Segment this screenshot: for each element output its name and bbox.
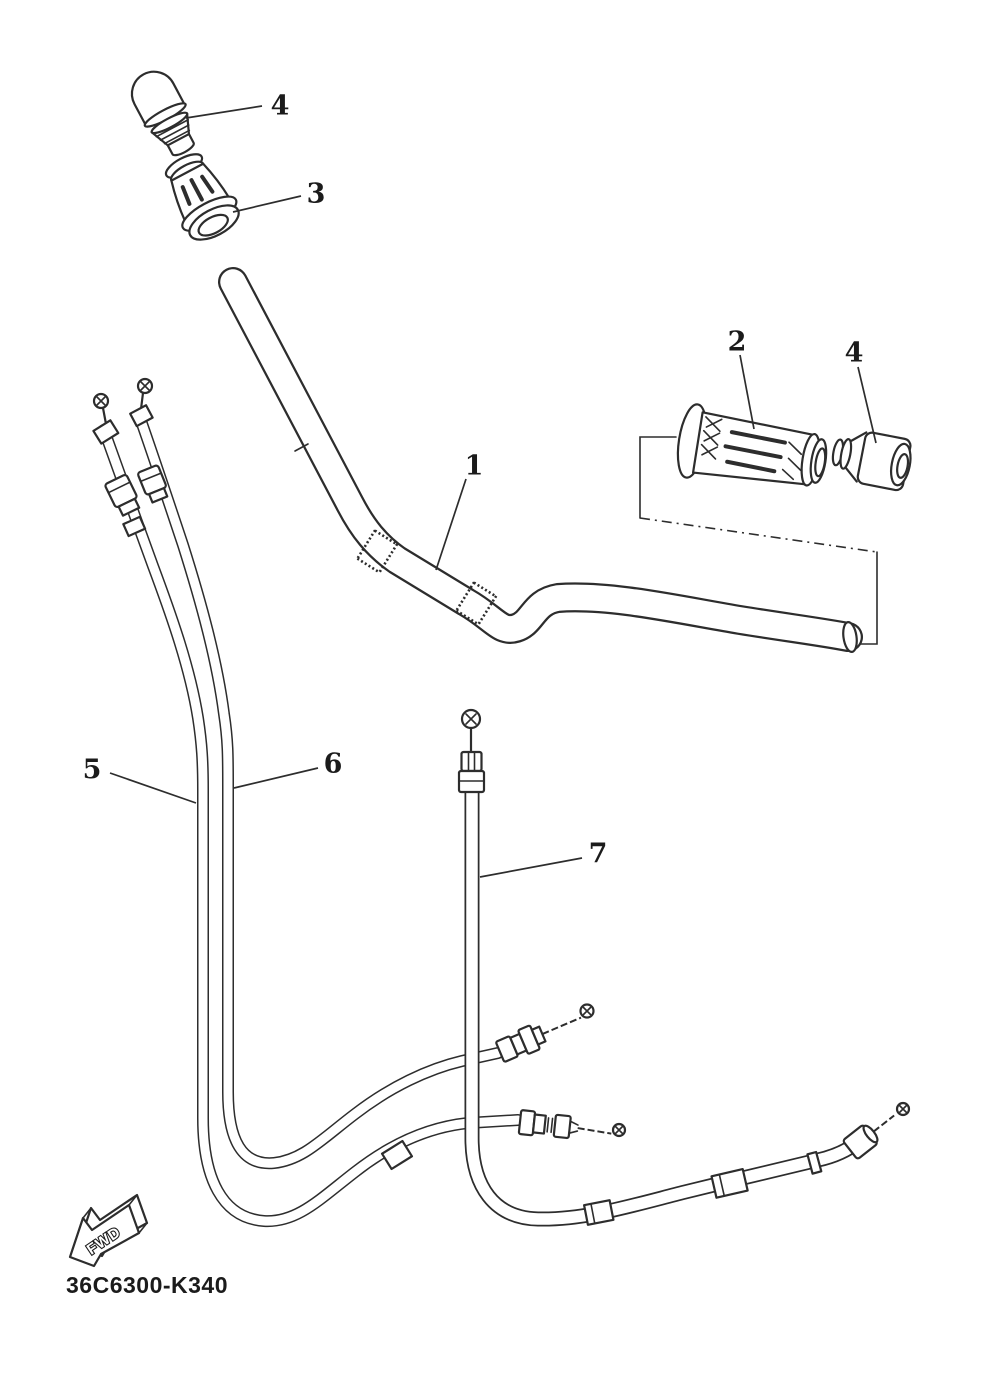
callout-4-left: 4: [271, 91, 290, 122]
leader-1: [435, 478, 467, 571]
callout-3: 3: [307, 179, 326, 210]
callout-4-right: 4: [845, 338, 864, 369]
mounting-reference-bracket: [639, 436, 878, 645]
fwd-arrow: FWD: [68, 1193, 149, 1268]
cable-end-nipple: [579, 1003, 595, 1019]
cable-ferrule: [380, 1139, 414, 1171]
handlebar-knurl-right: [455, 581, 498, 626]
leader-2: [739, 354, 755, 430]
cable-adjuster: [517, 1109, 612, 1140]
handlebar: [233, 282, 859, 653]
part-code: 36C6300-K340: [66, 1272, 228, 1298]
leader-6: [233, 767, 319, 789]
cable-end-nipple: [611, 1122, 627, 1138]
leader-5: [109, 772, 197, 804]
cable-end-nipple: [136, 377, 154, 395]
cable-5: [104, 430, 518, 1221]
cable-end-nipple: [460, 708, 482, 730]
callout-6: 6: [324, 749, 343, 780]
cable-ferrule: [582, 1199, 615, 1226]
cable-adjuster: [495, 1016, 582, 1063]
leader-4-left: [185, 105, 263, 119]
cable-adjuster: [457, 750, 486, 794]
callout-1: 1: [465, 451, 484, 482]
callout-7: 7: [589, 839, 608, 870]
cable-end-nipple: [92, 392, 110, 410]
cable-5-fittings: [92, 392, 627, 1171]
cable-7: [472, 792, 858, 1219]
bar-end-weight-left: [130, 70, 195, 157]
handlebar-end-cap: [842, 621, 858, 653]
cable-6: [140, 418, 498, 1163]
fwd-arrow-face: [68, 1203, 141, 1268]
cable-7-fittings: [457, 708, 911, 1226]
cable-adjuster: [104, 473, 141, 517]
bar-end-weight-right: [831, 431, 912, 492]
handlebar-knurl-left: [356, 529, 399, 574]
cable-end-nipple: [895, 1101, 911, 1117]
callouts: 1 2 3 4 4 5 6 7: [83, 91, 864, 870]
leader-7: [479, 857, 583, 878]
grip-right: [676, 403, 828, 487]
leader-lines: [109, 105, 877, 878]
cable-adjuster: [137, 464, 169, 504]
grip-left: [164, 153, 240, 241]
grip-knurl-hatch: [700, 416, 723, 460]
callout-2: 2: [728, 327, 747, 358]
cable-6-fittings: [129, 377, 595, 1063]
callout-5: 5: [83, 755, 102, 786]
cable-elbow-fitting: [842, 1114, 895, 1160]
leader-3: [232, 195, 302, 213]
handlebar-punch-mark: [294, 443, 309, 452]
cable-ferrule: [710, 1167, 749, 1199]
leader-4-right: [857, 366, 877, 444]
